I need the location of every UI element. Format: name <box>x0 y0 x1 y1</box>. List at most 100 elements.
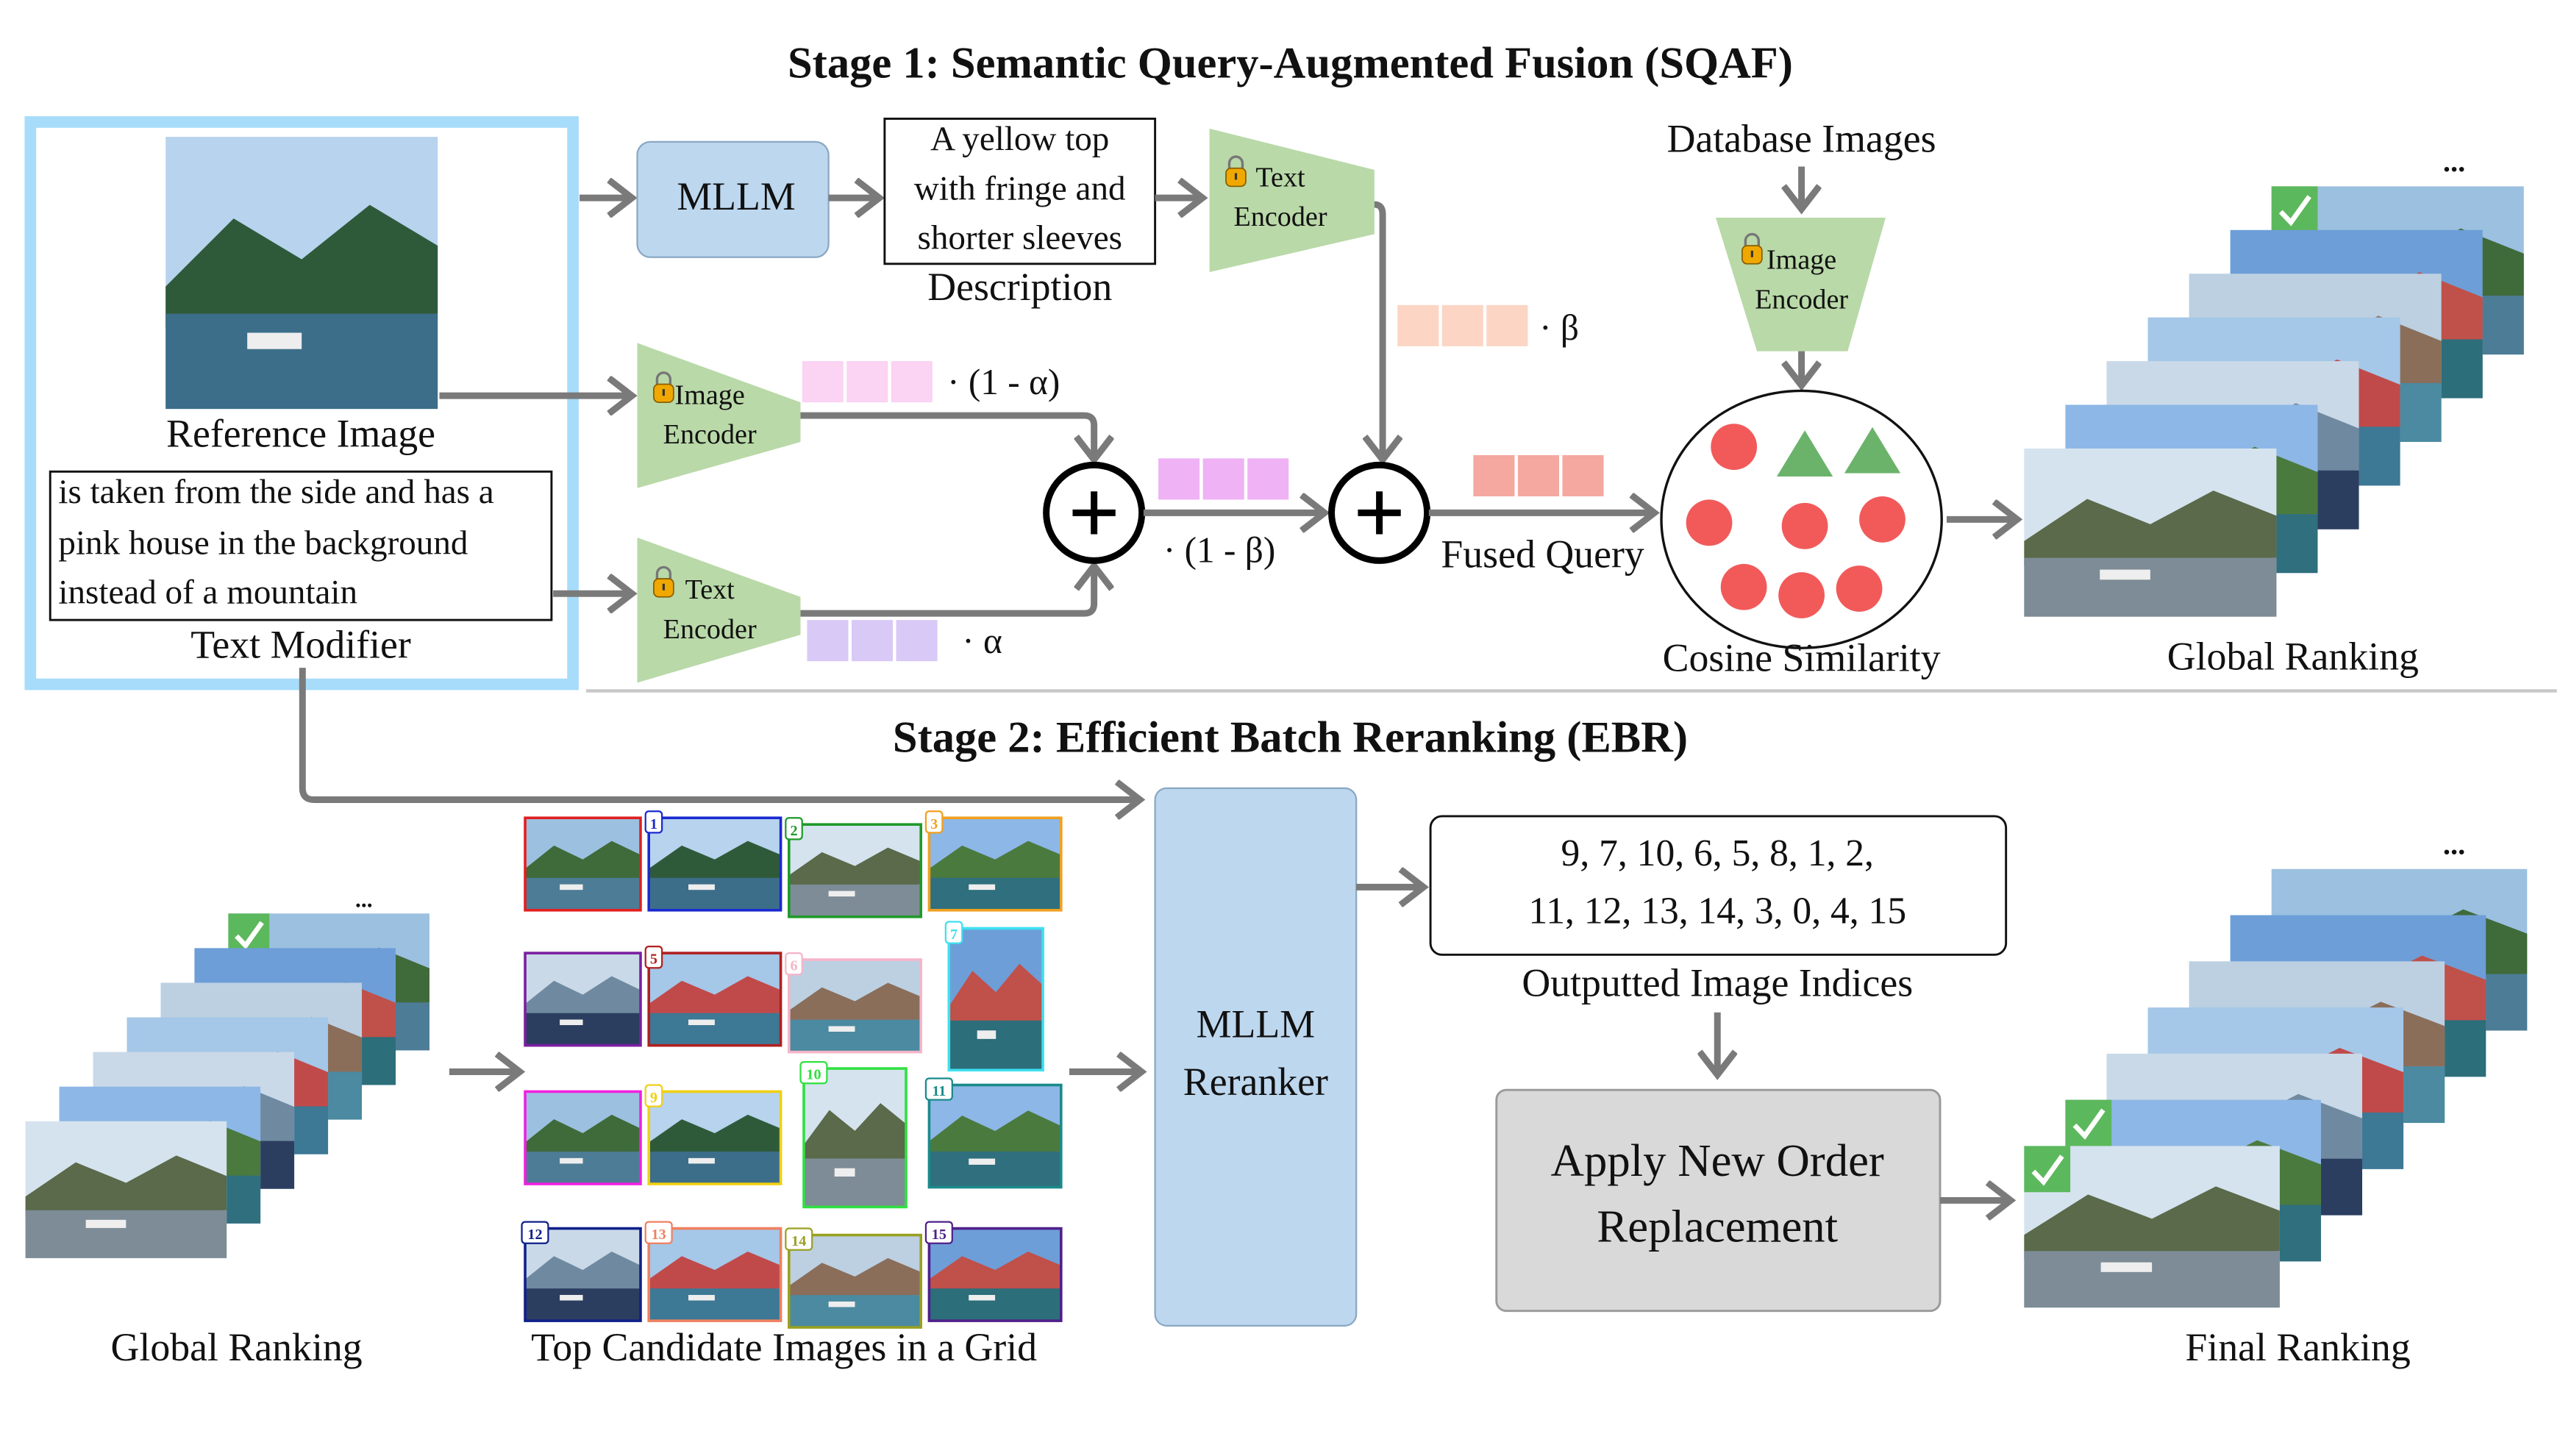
embedding-cell <box>846 361 888 403</box>
badge-box <box>785 1227 813 1251</box>
embedding-cell <box>1441 304 1483 346</box>
photo-boat <box>828 1026 855 1032</box>
photo-border <box>524 1090 642 1185</box>
photo-hills <box>929 1251 1061 1293</box>
check-bg <box>2271 186 2318 233</box>
badge-box <box>924 1221 953 1244</box>
photo-water <box>788 884 921 917</box>
database-embedding-point <box>1711 424 1758 471</box>
photo-hills <box>525 1251 641 1293</box>
photo-boat <box>834 1168 855 1177</box>
alpha-weight: · α <box>962 621 1002 661</box>
badge-box <box>785 952 803 976</box>
lock-icon <box>653 371 674 404</box>
photo-water <box>649 877 781 910</box>
check-mark <box>2072 1108 2106 1140</box>
beta-weight: · β <box>1539 307 1579 348</box>
grid-index: 1 <box>650 816 657 832</box>
description-line: with fringe and <box>914 169 1126 207</box>
arrow <box>800 567 1094 617</box>
indices-line: 9, 7, 10, 6, 5, 8, 1, 2, <box>1561 832 1874 874</box>
photo-water <box>649 1288 781 1321</box>
badge-box <box>644 1221 673 1244</box>
target-embedding-point <box>1844 427 1901 474</box>
photo-water <box>525 1013 641 1046</box>
photo-boat <box>247 332 302 349</box>
lock-shackle <box>1744 232 1760 246</box>
photo-hills <box>525 1114 641 1157</box>
lock-keyhole <box>1750 250 1753 257</box>
grid-index: 9 <box>650 1090 657 1106</box>
description-label: Description <box>927 265 1112 309</box>
grid-index: 2 <box>790 823 797 839</box>
indices-box <box>1429 815 2008 956</box>
badge-box <box>785 817 803 841</box>
embedding-cell <box>891 361 933 403</box>
grid-index-badge: 11 <box>924 1077 953 1101</box>
one-minus-beta-weight: · (1 - β) <box>1163 530 1275 571</box>
text-encoder-bottom <box>637 538 801 683</box>
reranker-label: MLLM <box>1197 1002 1315 1046</box>
embedding-cell <box>1202 458 1244 500</box>
photo-boat <box>969 884 996 891</box>
photo-boat <box>560 884 583 891</box>
lock-keyhole <box>662 583 665 590</box>
database-images-label: Database Images <box>1667 116 1936 160</box>
photo-water <box>2024 1251 2280 1308</box>
embedding-cell <box>807 620 849 662</box>
database-embedding-point <box>1781 502 1828 549</box>
photo-boat <box>2100 569 2150 580</box>
text-modifier-label: Text Modifier <box>190 623 411 667</box>
lock-icon <box>1225 155 1247 188</box>
photo-border <box>947 927 1044 1072</box>
photo-boat <box>828 891 855 897</box>
photo-water <box>525 1288 641 1321</box>
arrow <box>299 668 1138 799</box>
photo-border <box>647 1227 782 1322</box>
database-embedding-point <box>1720 563 1767 610</box>
photo-water <box>929 1288 1061 1321</box>
grid-index-badge: 6 <box>785 952 803 976</box>
photo <box>2024 1146 2280 1308</box>
check-mark <box>2031 1155 2064 1186</box>
text-encoder-top <box>1209 128 1375 272</box>
grid-index-badge: 7 <box>944 921 963 944</box>
grid-index-badge: 1 <box>644 810 663 834</box>
photo-water <box>2024 557 2277 617</box>
check-mark <box>235 921 264 950</box>
photo-hills <box>25 1155 227 1218</box>
lock-shackle <box>1227 155 1244 168</box>
photo-boat <box>828 1301 855 1307</box>
grid-label: Top Candidate Images in a Grid <box>531 1325 1037 1369</box>
text-modifier-line: pink house in the background <box>58 524 468 562</box>
reference-image-label: Reference Image <box>166 412 435 456</box>
badge-box <box>521 1221 549 1244</box>
lock-icon <box>1741 232 1763 265</box>
photo-border <box>647 1090 782 1185</box>
check-bg <box>2024 1146 2071 1193</box>
embedding-cell <box>1158 458 1200 500</box>
lock-shackle <box>655 565 672 579</box>
photo-hills <box>949 963 1044 1028</box>
text-modifier-line: is taken from the side and has a <box>58 473 493 511</box>
photo <box>647 1090 782 1185</box>
photo-hills <box>2024 1186 2280 1260</box>
lock-icon <box>653 565 674 598</box>
photo-water <box>788 1019 921 1052</box>
lock-shackle <box>655 371 672 385</box>
text-modifier-line: instead of a mountain <box>58 574 357 612</box>
encoder-label: Encoder <box>1755 284 1848 315</box>
fused-query-label: Fused Query <box>1441 532 1644 576</box>
photo <box>524 816 642 912</box>
photo-border <box>647 952 782 1047</box>
badge-box <box>644 1084 663 1107</box>
grid-index: 12 <box>527 1227 542 1243</box>
description-box <box>883 117 1157 265</box>
photo <box>788 823 922 918</box>
photo-water <box>165 313 438 410</box>
database-embedding-point <box>1686 499 1733 546</box>
photo-hills <box>788 1257 921 1300</box>
indices-label: Outputted Image Indices <box>1522 960 1913 1004</box>
embedding-cell <box>802 361 844 403</box>
